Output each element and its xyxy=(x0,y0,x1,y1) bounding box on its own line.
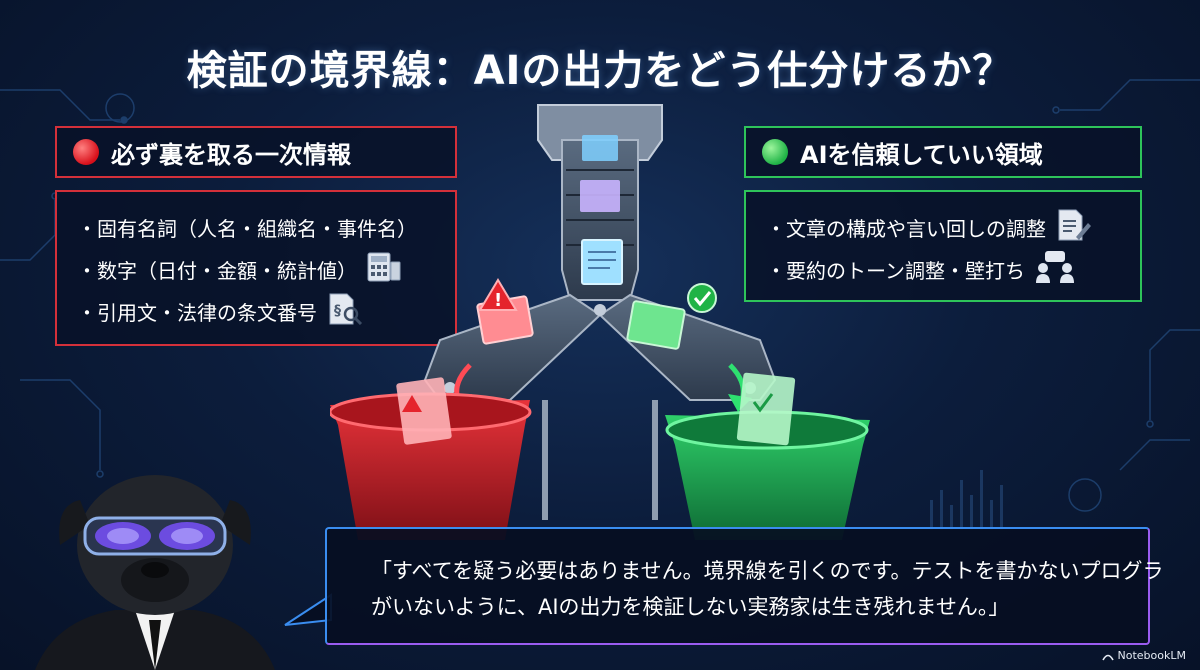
list-item: ・数字（日付・金額・統計値） xyxy=(77,248,455,290)
list-item: ・文章の構成や言い回しの調整 xyxy=(766,206,1140,248)
calculator-icon xyxy=(367,252,401,287)
trusted-area-heading-text: AIを信頼していい領域 xyxy=(800,140,1043,169)
list-item-text: ・要約のトーン調整・壁打ち xyxy=(766,258,1025,283)
primary-info-heading-text: 必ず裏を取る一次情報 xyxy=(111,140,351,169)
list-item-text: ・数字（日付・金額・統計値） xyxy=(77,258,357,283)
list-item-text: ・文章の構成や言い回しの調整 xyxy=(766,216,1046,241)
pug-agent-character xyxy=(35,475,275,670)
sorting-conveyor-illustration: ! xyxy=(330,104,870,540)
document-edit-icon xyxy=(1056,209,1092,246)
svg-text:§: § xyxy=(334,303,341,319)
list-item-text: ・固有名詞（人名・組織名・事件名） xyxy=(77,216,417,241)
page-title: 検証の境界線：AIの出力をどう仕分けるか？ xyxy=(186,48,1014,94)
quote-speech-bubble: 「すべてを疑う必要はありません。境界線を引くのです。テストを書かないプログラ が… xyxy=(325,527,1164,645)
primary-info-panel: ・固有名詞（人名・組織名・事件名） ・数字（日付・金額・統計値） ・引用文・法律… xyxy=(55,190,457,346)
list-item: ・固有名詞（人名・組織名・事件名） xyxy=(77,206,455,248)
document-search-icon: § xyxy=(327,293,363,330)
list-item: ・引用文・法律の条文番号 § xyxy=(77,290,455,332)
warning-icon: ! xyxy=(478,278,518,311)
list-item-text: ・引用文・法律の条文番号 xyxy=(77,300,317,325)
green-circle-icon xyxy=(762,139,788,165)
trusted-area-panel-heading: AIを信頼していい領域 xyxy=(744,126,1142,178)
quote-line-1: 「すべてを疑う必要はありません。境界線を引くのです。テストを書かないプログラ xyxy=(371,559,1164,583)
brand-watermark: NotebookLM xyxy=(1101,649,1186,662)
brand-text: NotebookLM xyxy=(1117,649,1186,662)
people-chat-icon xyxy=(1035,250,1075,289)
trusted-area-panel: ・文章の構成や言い回しの調整 ・要約のトーン調整・壁打ち xyxy=(744,190,1142,302)
primary-info-panel-heading: 必ず裏を取る一次情報 xyxy=(55,126,457,178)
list-item: ・要約のトーン調整・壁打ち xyxy=(766,248,1140,290)
notebooklm-logo-icon xyxy=(1101,654,1114,660)
red-circle-icon xyxy=(73,139,99,165)
quote-line-2: がいないように、AIの出力を検証しない実務家は生き残れません。」 xyxy=(371,595,1010,619)
check-icon xyxy=(687,283,717,313)
svg-text:!: ! xyxy=(494,290,502,311)
